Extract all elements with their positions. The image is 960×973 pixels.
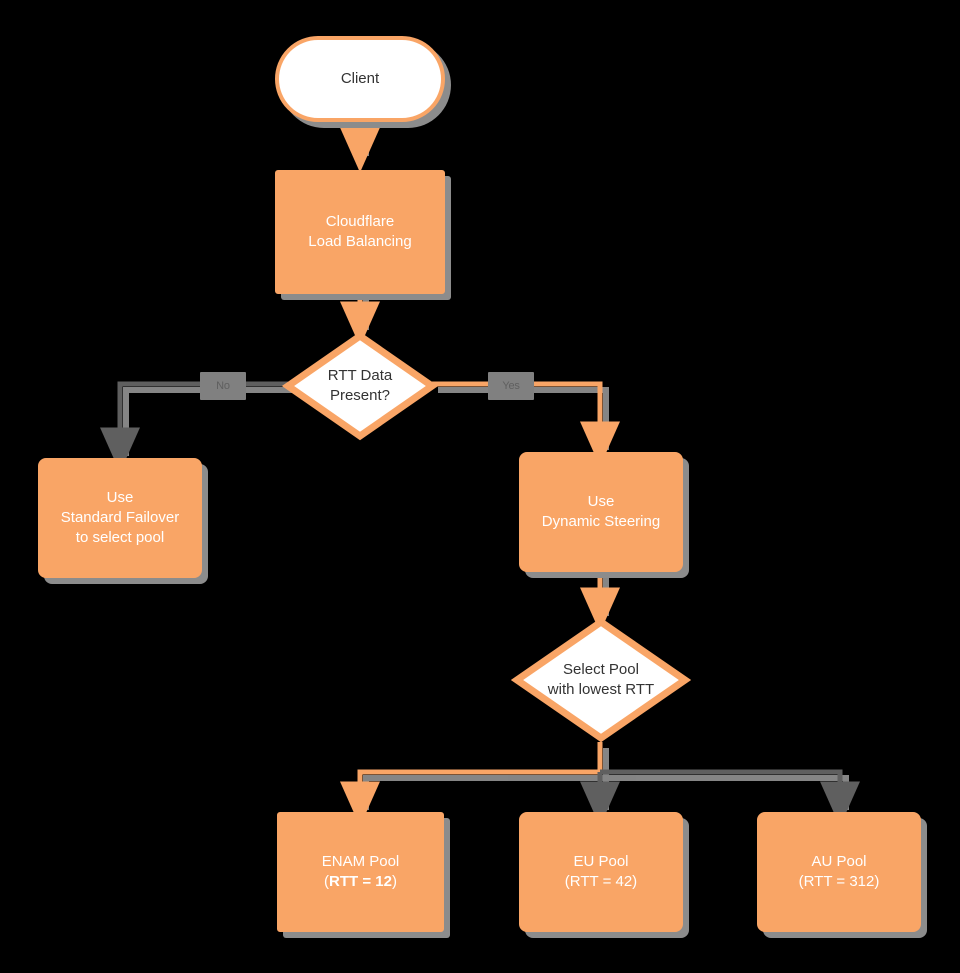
node-dynamic-steering-label: Use Dynamic Steering bbox=[541, 493, 661, 530]
node-au-pool-label: AU Pool (RTT = 312) bbox=[798, 853, 880, 890]
node-enam-pool-label: ENAM Pool (RTT = 12) bbox=[321, 853, 400, 890]
node-standard-failover[interactable]: Use Standard Failover to select pool bbox=[38, 458, 202, 578]
edge-label-no: No bbox=[200, 372, 246, 400]
node-rtt-data-present-decision[interactable]: RTT Data Present? bbox=[282, 330, 438, 442]
node-standard-failover-label: Use Standard Failover to select pool bbox=[60, 489, 180, 546]
node-rtt-data-present-label: RTT Data Present? bbox=[327, 367, 393, 404]
node-select-pool-label: Select Pool with lowest RTT bbox=[547, 661, 655, 698]
node-enam-pool-rtt: (RTT = 12) bbox=[324, 873, 397, 890]
node-cloudflare-load-balancing-label: Cloudflare Load Balancing bbox=[308, 213, 412, 250]
node-dynamic-steering[interactable]: Use Dynamic Steering bbox=[519, 452, 683, 572]
node-select-pool-decision[interactable]: Select Pool with lowest RTT bbox=[511, 616, 691, 744]
edge-select-to-au bbox=[600, 769, 860, 827]
diamond-shape bbox=[511, 617, 691, 743]
node-enam-pool[interactable]: ENAM Pool (RTT = 12) bbox=[277, 812, 444, 932]
node-eu-pool-label: EU Pool (RTT = 42) bbox=[564, 853, 638, 890]
node-au-pool[interactable]: AU Pool (RTT = 312) bbox=[757, 812, 921, 932]
node-client-label: Client bbox=[340, 70, 380, 88]
diamond-shape bbox=[282, 331, 438, 441]
edge-label-yes: Yes bbox=[488, 372, 534, 400]
edge-select-to-enam bbox=[340, 742, 603, 827]
node-client[interactable]: Client bbox=[275, 36, 445, 122]
node-eu-pool[interactable]: EU Pool (RTT = 42) bbox=[519, 812, 683, 932]
node-cloudflare-load-balancing[interactable]: Cloudflare Load Balancing bbox=[275, 170, 445, 294]
